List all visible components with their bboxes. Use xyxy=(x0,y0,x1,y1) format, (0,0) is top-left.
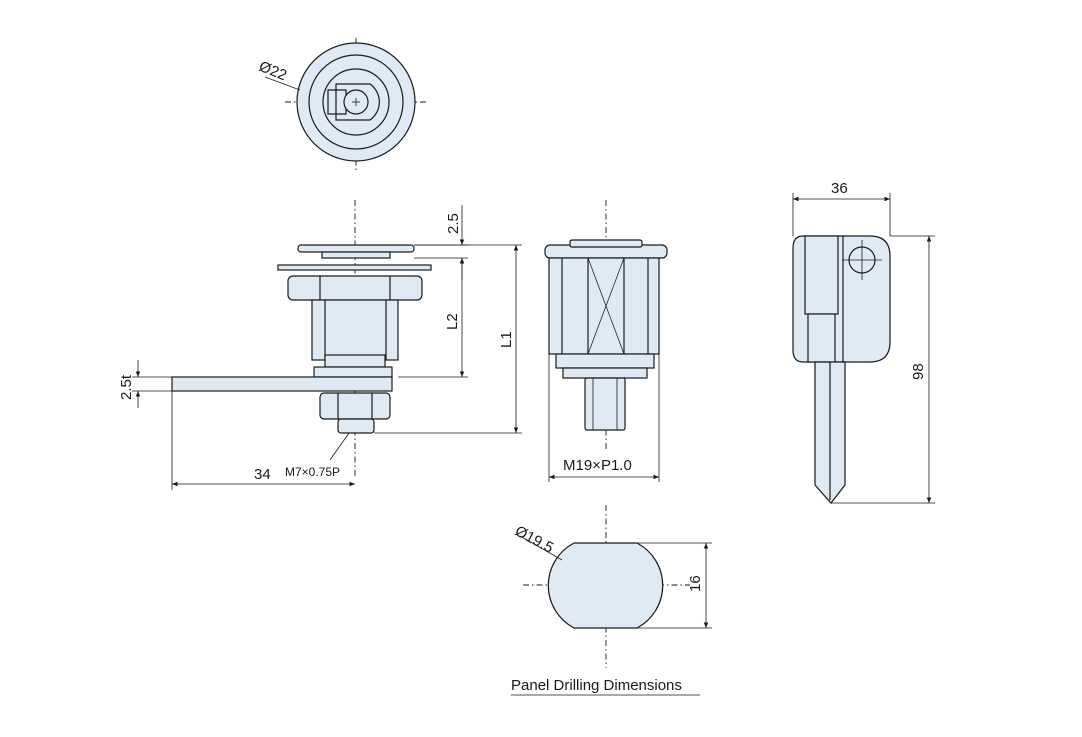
l1-label: L1 xyxy=(498,331,515,348)
front-view: M19×P1.0 xyxy=(544,200,668,482)
top-view: Ø22 xyxy=(257,38,428,172)
key-view: 36 98 xyxy=(792,180,935,504)
side-view: 2.5 L2 L1 2.5t 34 M7×0.75P xyxy=(118,200,522,490)
cam-length-label: 34 xyxy=(254,466,271,483)
top-diameter-label: Ø22 xyxy=(257,58,290,84)
panel-drilling-caption: Panel Drilling Dimensions xyxy=(511,677,682,694)
key-width-label: 36 xyxy=(831,180,848,197)
hole-flat-label: 16 xyxy=(687,575,704,592)
l2-label: L2 xyxy=(444,313,461,330)
plate-thickness-label: 2.5t xyxy=(118,374,135,400)
panel-hole-view: 16 Ø19.5 xyxy=(512,505,712,668)
hole-diameter-label: Ø19.5 xyxy=(512,523,556,557)
t-top-label: 2.5 xyxy=(445,213,462,234)
key-length-label: 98 xyxy=(910,363,927,380)
body-thread-label: M19×P1.0 xyxy=(563,457,632,474)
screw-thread-label: M7×0.75P xyxy=(285,465,340,479)
